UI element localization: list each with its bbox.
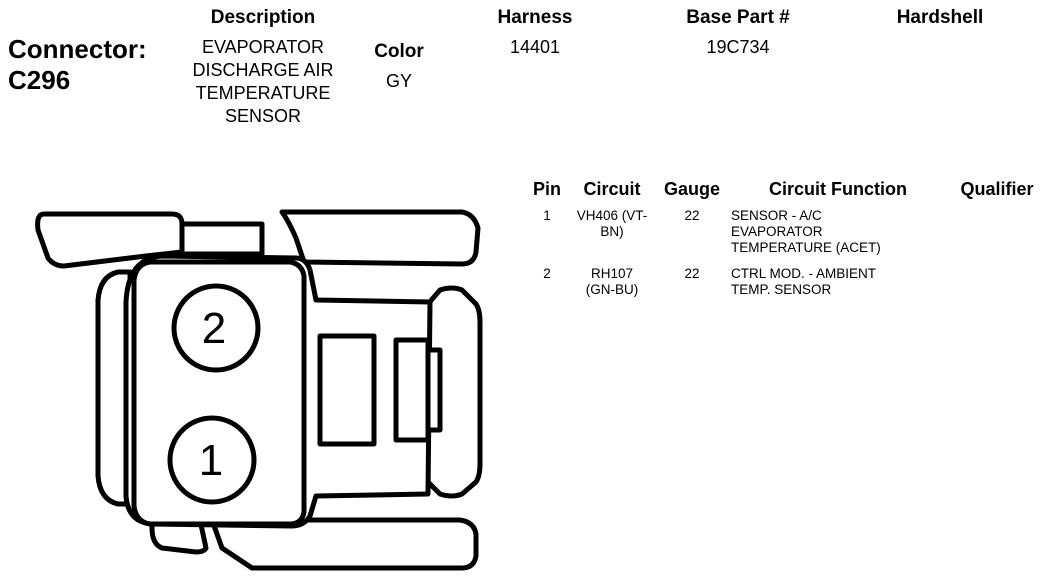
col-header-circuit: Circuit	[583, 179, 641, 199]
col-header-qualifier: Qualifier	[960, 179, 1034, 199]
bottom-right-tab	[209, 517, 479, 571]
top-notch	[179, 221, 265, 257]
row1-pin: 1	[543, 208, 551, 223]
row1-gauge: 22	[684, 208, 700, 223]
row2-circuit-line: RH107	[590, 266, 634, 281]
hardshell-header: Hardshell	[896, 7, 984, 28]
col-header-gauge: Gauge	[663, 179, 720, 199]
row1-function-line: EVAPORATOR	[731, 224, 823, 239]
right-latch	[425, 285, 483, 499]
pin-cavity-1	[167, 415, 257, 505]
row1-function-line: SENSOR - A/C	[731, 208, 822, 223]
description-line: DISCHARGE AIR	[192, 60, 334, 80]
row2-function: CTRL MOD. - AMBIENT TEMP. SENSOR	[731, 266, 941, 298]
pin-cavity-2	[171, 283, 261, 373]
color-header: Color	[374, 41, 424, 62]
row1-circuit-line: VH406 (VT-	[576, 208, 648, 223]
row2-function-line: TEMP. SENSOR	[731, 282, 832, 297]
description-header: Description	[210, 7, 316, 28]
base-part-value: 19C734	[706, 37, 770, 57]
top-right-tab	[279, 209, 481, 267]
col-header-circuit-function: Circuit Function	[769, 179, 907, 199]
row2-gauge: 22	[684, 266, 700, 281]
row1-circuit: VH406 (VT- BN)	[566, 208, 658, 240]
color-value: GY	[385, 71, 412, 91]
right-key-outer	[393, 337, 431, 443]
row2-function-line: CTRL MOD. - AMBIENT	[731, 266, 877, 281]
pin-label-1: 1	[199, 436, 223, 485]
base-part-header: Base Part #	[686, 7, 790, 28]
description-line: SENSOR	[224, 106, 302, 126]
top-left-tab	[35, 211, 185, 269]
description-value: EVAPORATOR DISCHARGE AIR TEMPERATURE SEN…	[170, 36, 356, 128]
row1-function: SENSOR - A/C EVAPORATOR TEMPERATURE (ACE…	[731, 208, 941, 256]
harness-header: Harness	[497, 7, 573, 28]
row2-circuit-line: (GN-BU)	[585, 282, 639, 297]
pin-label-2: 2	[202, 304, 226, 353]
row2-circuit: RH107 (GN-BU)	[566, 266, 658, 298]
connector-label: Connector: C296	[8, 34, 147, 96]
connector-label-text: Connector:	[8, 34, 147, 64]
description-line: TEMPERATURE	[195, 83, 331, 103]
harness-value: 14401	[509, 37, 561, 57]
row1-function-line: TEMPERATURE (ACET)	[731, 240, 881, 255]
center-key	[317, 333, 377, 447]
right-key-inner	[425, 347, 443, 433]
col-header-pin: Pin	[532, 179, 561, 199]
row1-circuit-line: BN)	[600, 224, 624, 239]
row2-pin: 2	[543, 266, 551, 281]
description-line: EVAPORATOR	[201, 37, 325, 57]
connector-id: C296	[8, 65, 71, 95]
